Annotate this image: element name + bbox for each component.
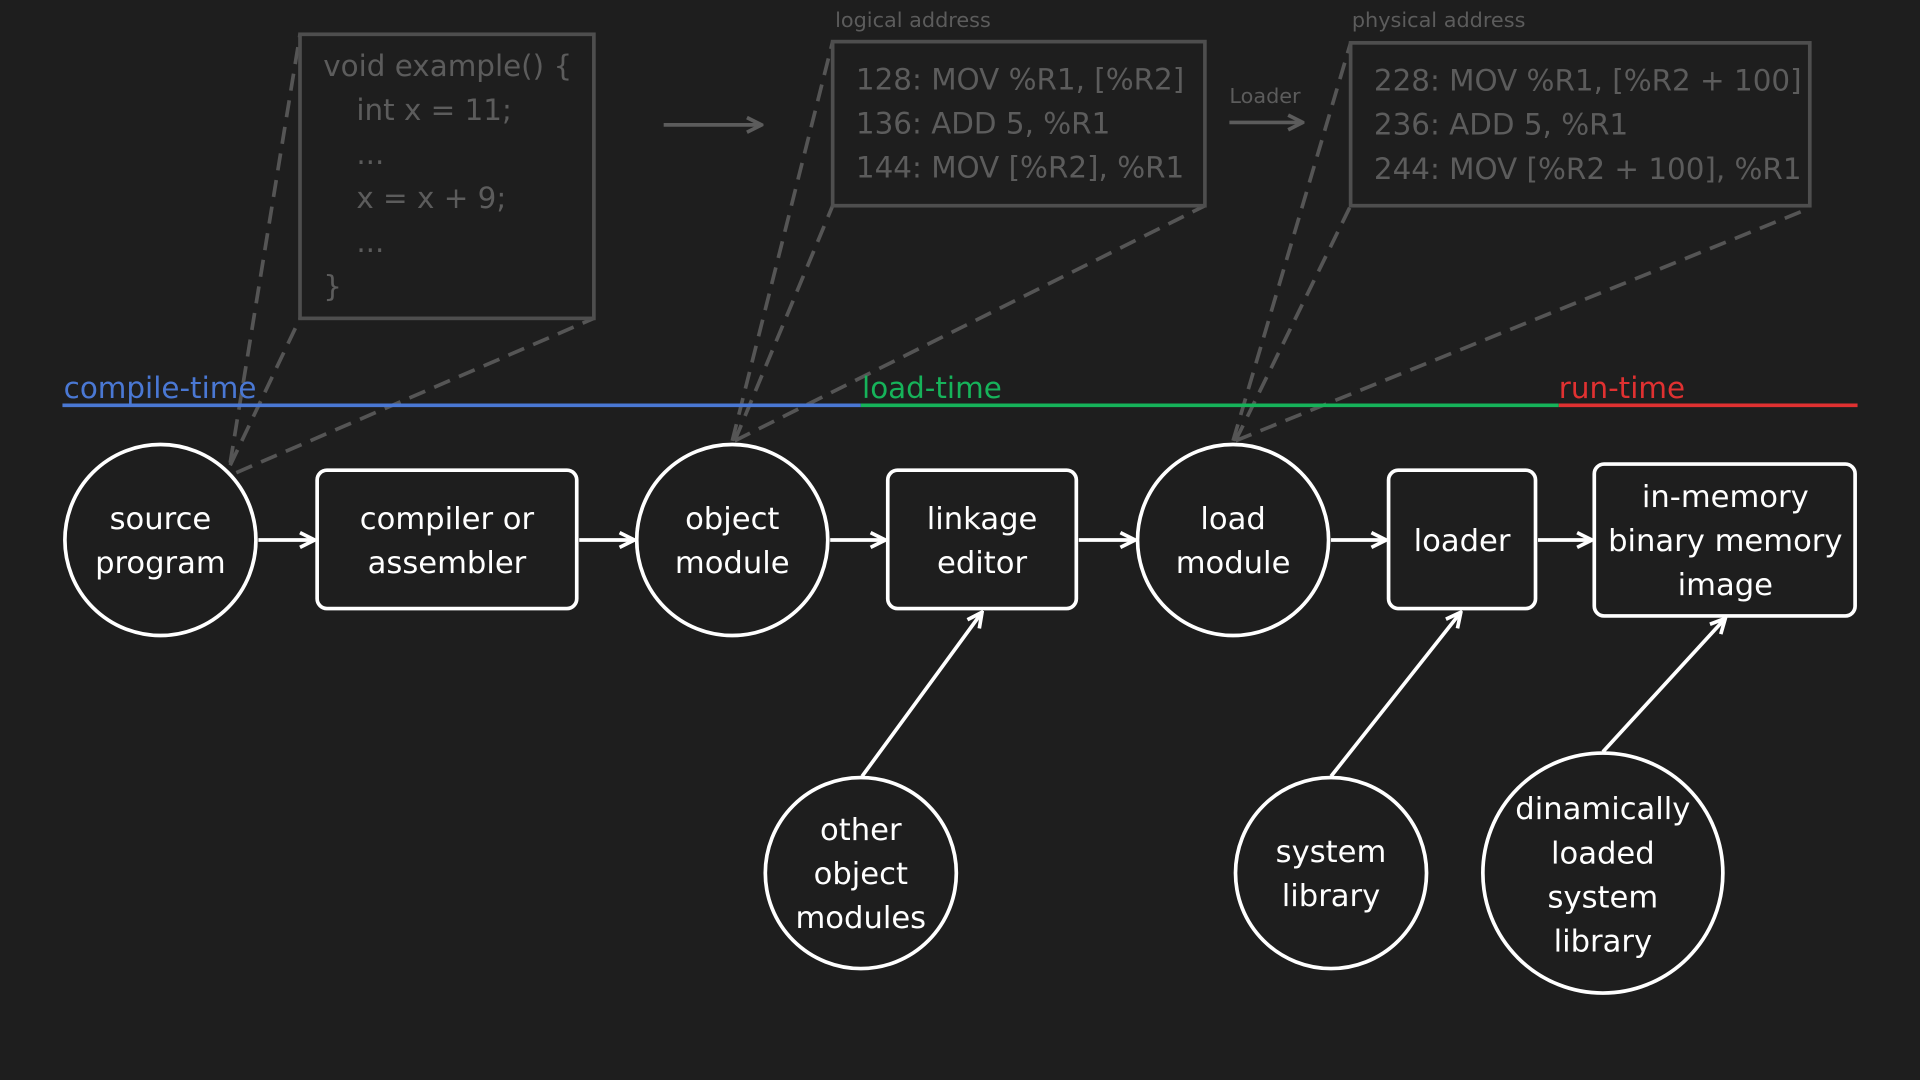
run-time-label: run-time (1559, 371, 1685, 405)
node-label: image (1678, 568, 1773, 603)
logical-address-label: logical address (835, 8, 991, 32)
node-label: editor (937, 546, 1027, 581)
node-dynamic-library: dinamically loaded system library (1481, 751, 1725, 995)
node-object-module: object module (634, 442, 830, 638)
node-system-library: system library (1233, 775, 1429, 971)
node-label: loaded (1551, 836, 1655, 871)
flow-arrows (258, 540, 1725, 778)
physical-address-box: physical address 228: MOV %R1, [%R2 + 10… (1348, 8, 1812, 208)
node-source-program: source program (63, 442, 258, 638)
node-label: library (1282, 879, 1380, 914)
node-label: assembler (368, 546, 527, 581)
node-memory-image: in-memory binary memory image (1592, 462, 1857, 618)
code-line: 244: MOV [%R2 + 100], %R1 (1374, 152, 1802, 186)
node-compiler: compiler or assembler (315, 468, 579, 611)
loader-arrow-label: Loader (1229, 84, 1301, 108)
code-line: int x = 11; (356, 93, 512, 127)
node-other-object-modules: other object modules (763, 775, 959, 971)
node-label: loader (1414, 524, 1511, 559)
node-label: system (1548, 880, 1659, 915)
node-label: program (95, 546, 226, 581)
node-label: in-memory (1642, 480, 1809, 515)
node-label: load (1200, 502, 1265, 537)
timeline: compile-time load-time run-time (62, 371, 1858, 408)
code-line: 128: MOV %R1, [%R2] (856, 62, 1184, 96)
code-line: 228: MOV %R1, [%R2 + 100] (1374, 64, 1802, 98)
code-line: ... (356, 225, 384, 259)
node-label: other (820, 813, 902, 848)
node-label: compiler or (360, 502, 535, 537)
node-linkage-editor: linkage editor (885, 468, 1079, 611)
code-line: 144: MOV [%R2], %R1 (856, 151, 1184, 185)
callout-lines (228, 33, 1811, 475)
node-label: modules (795, 901, 926, 936)
node-label: library (1554, 924, 1652, 959)
node-label: module (675, 546, 790, 581)
node-label: binary memory (1608, 524, 1842, 559)
source-code-box: void example() { int x = 11; ... x = x +… (298, 32, 596, 321)
compile-time-label: compile-time (64, 371, 257, 405)
logical-address-box: logical address 128: MOV %R1, [%R2] 136:… (830, 8, 1207, 208)
code-line: x = x + 9; (356, 181, 506, 215)
code-line: void example() { (323, 49, 572, 83)
node-label: module (1176, 546, 1291, 581)
code-line: 236: ADD 5, %R1 (1374, 108, 1628, 142)
code-line: 136: ADD 5, %R1 (856, 106, 1110, 140)
load-time-label: load-time (862, 371, 1002, 405)
node-load-module: load module (1135, 442, 1331, 638)
node-label: dinamically (1515, 792, 1690, 827)
node-label: object (814, 857, 908, 892)
code-line: } (323, 269, 342, 303)
node-label: system (1276, 835, 1387, 870)
physical-address-label: physical address (1352, 8, 1526, 32)
code-line: ... (356, 137, 384, 171)
node-label: object (685, 502, 779, 537)
node-label: source (110, 502, 212, 537)
node-label: linkage (927, 502, 1038, 537)
node-loader: loader (1386, 468, 1538, 611)
